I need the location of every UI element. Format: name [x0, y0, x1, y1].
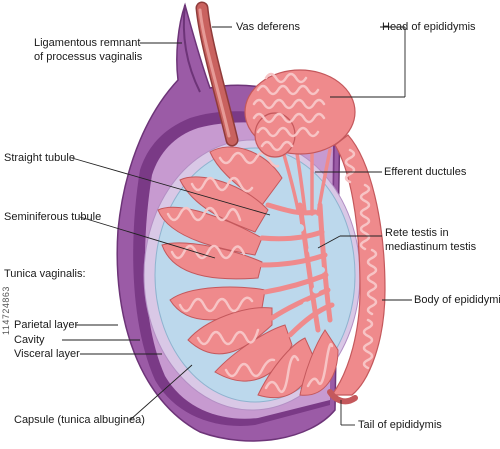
rete-testis — [259, 202, 335, 338]
label-body-of-epididymis: Body of epididymis — [414, 294, 500, 306]
ligamentous-remnant — [182, 4, 201, 93]
label-cavity: Cavity — [14, 334, 45, 346]
lobule-2 — [179, 176, 269, 233]
label-seminiferous-tubule: Seminiferous tubule — [4, 211, 102, 223]
label-rete-testis-line2: mediastinum testis — [385, 241, 477, 253]
label-rete-testis-line1: Rete testis in — [385, 227, 449, 239]
label-capsule: Capsule (tunica albuginea) — [14, 414, 145, 426]
leader-lines — [62, 26, 412, 426]
label-visceral-layer: Visceral layer — [14, 348, 80, 360]
label-parietal-layer: Parietal layer — [14, 319, 79, 331]
label-head-of-epididymis: Head of epididymis — [382, 21, 476, 33]
label-ligamentous-remnant-line1: Ligamentous remnant — [34, 37, 141, 49]
label-tunica-vaginalis: Tunica vaginalis: — [4, 268, 86, 280]
lobule-4 — [161, 242, 263, 280]
label-vas-deferens: Vas deferens — [236, 21, 301, 33]
body-coils — [344, 148, 378, 370]
label-tail-of-epididymis: Tail of epididymis — [358, 419, 442, 431]
seminiferous-tubules — [166, 151, 334, 393]
lobule-7 — [214, 324, 293, 382]
head-of-epididymis — [244, 69, 356, 158]
label-straight-tubule: Straight tubule — [4, 152, 75, 164]
stock-id-watermark: 114724863 — [1, 286, 11, 335]
lobule-6 — [187, 307, 273, 355]
head-coils — [252, 72, 326, 152]
rete-holes — [292, 224, 325, 309]
label-ligamentous-remnant-line2: of processus vaginalis — [34, 51, 143, 63]
label-efferent-ductules: Efferent ductules — [384, 166, 467, 178]
